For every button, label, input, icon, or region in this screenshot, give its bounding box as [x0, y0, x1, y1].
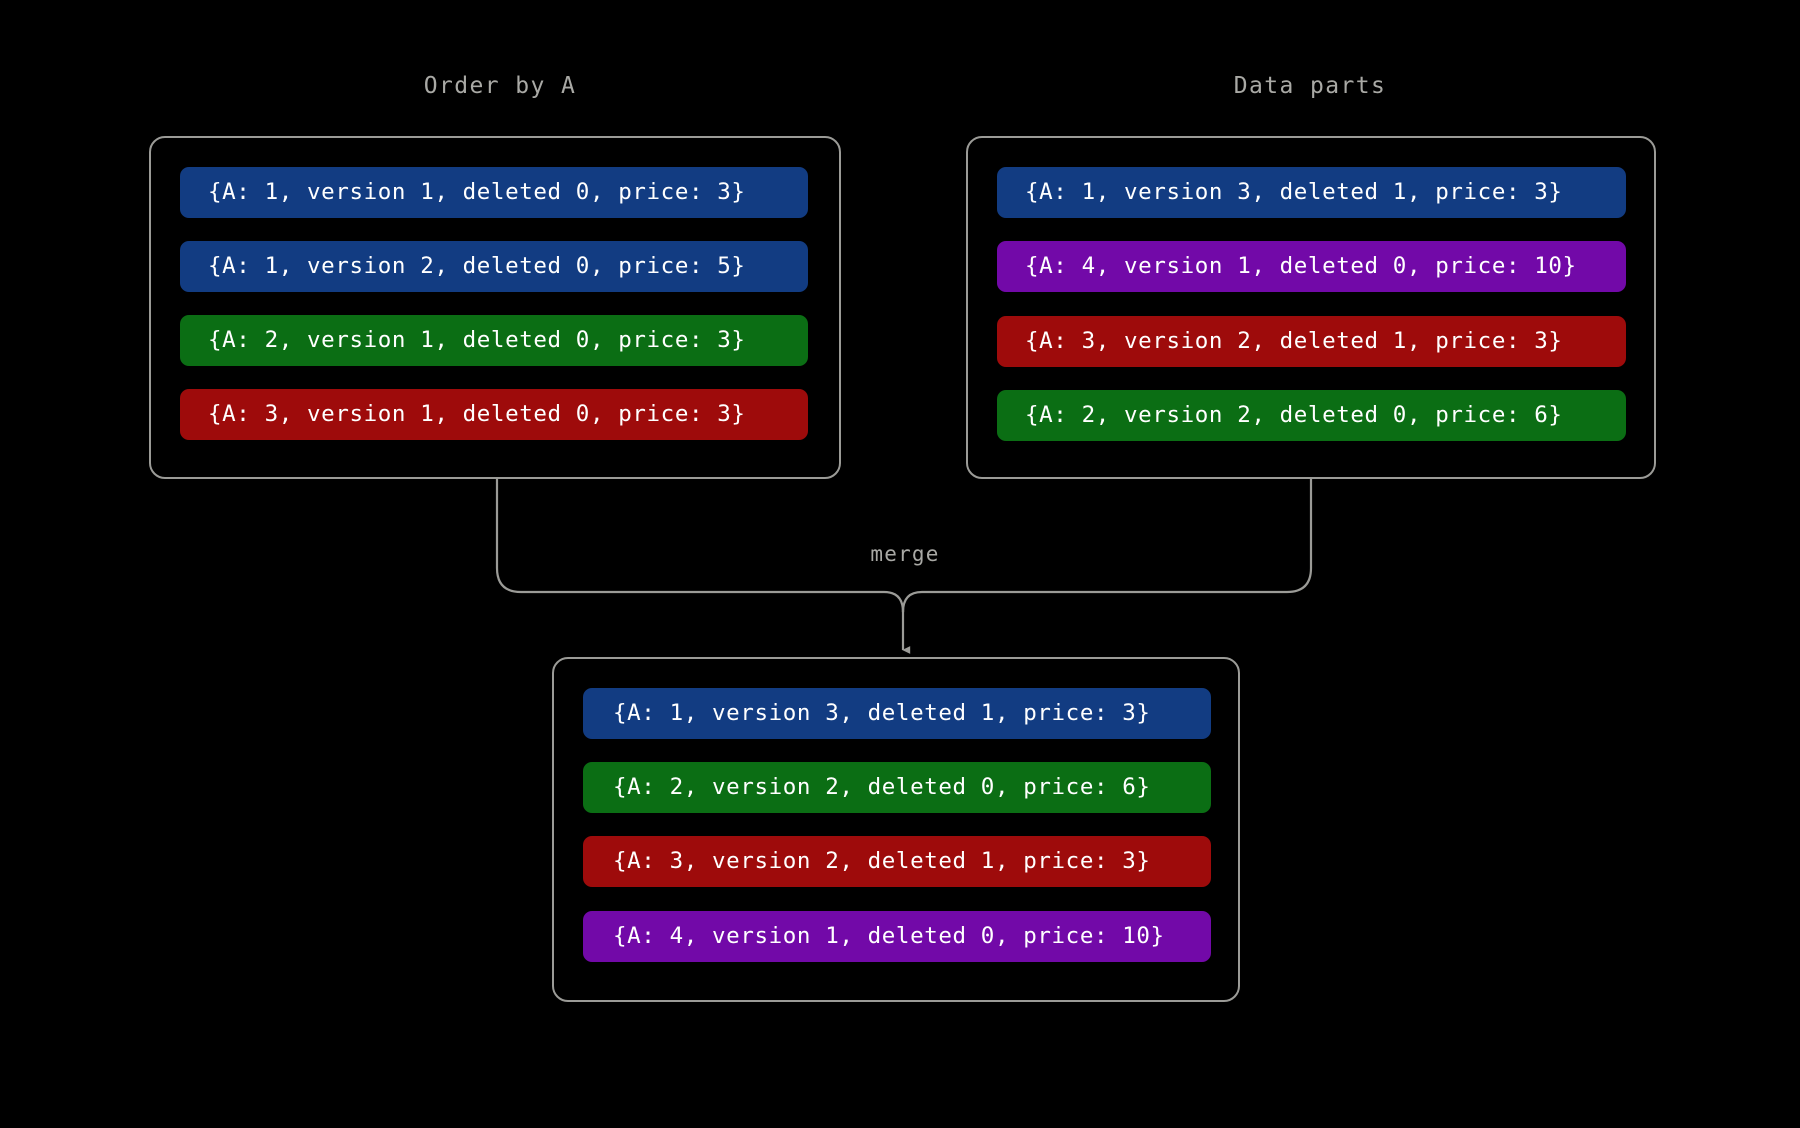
panel-merged-result: {A: 1, version 3, deleted 1, price: 3} {…	[552, 657, 1240, 1002]
record-text: {A: 3, version 1, deleted 0, price: 3}	[208, 401, 746, 428]
record-row: {A: 4, version 1, deleted 0, price: 10}	[583, 911, 1211, 962]
record-row: {A: 2, version 2, deleted 0, price: 6}	[583, 762, 1211, 813]
record-text: {A: 3, version 2, deleted 1, price: 3}	[1025, 328, 1563, 355]
panel-title-order-by: Order by A	[423, 73, 577, 99]
panel-data-parts: {A: 1, version 3, deleted 1, price: 3} {…	[966, 136, 1656, 479]
record-text: {A: 2, version 2, deleted 0, price: 6}	[1025, 402, 1563, 429]
panel-order-by: {A: 1, version 1, deleted 0, price: 3} {…	[149, 136, 841, 479]
record-row: {A: 3, version 2, deleted 1, price: 3}	[583, 836, 1211, 887]
record-row: {A: 2, version 1, deleted 0, price: 3}	[180, 315, 808, 366]
record-row: {A: 3, version 1, deleted 0, price: 3}	[180, 389, 808, 440]
record-text: {A: 1, version 3, deleted 1, price: 3}	[1025, 179, 1563, 206]
record-row: {A: 3, version 2, deleted 1, price: 3}	[997, 316, 1626, 367]
record-row: {A: 4, version 1, deleted 0, price: 10}	[997, 241, 1626, 292]
record-row: {A: 1, version 3, deleted 1, price: 3}	[583, 688, 1211, 739]
record-text: {A: 1, version 2, deleted 0, price: 5}	[208, 253, 746, 280]
record-text: {A: 1, version 3, deleted 1, price: 3}	[613, 700, 1151, 727]
record-row: {A: 1, version 3, deleted 1, price: 3}	[997, 167, 1626, 218]
record-text: {A: 1, version 1, deleted 0, price: 3}	[208, 179, 746, 206]
record-text: {A: 4, version 1, deleted 0, price: 10}	[1025, 253, 1577, 280]
record-text: {A: 3, version 2, deleted 1, price: 3}	[613, 848, 1151, 875]
record-text: {A: 2, version 1, deleted 0, price: 3}	[208, 327, 746, 354]
record-text: {A: 2, version 2, deleted 0, price: 6}	[613, 774, 1151, 801]
record-row: {A: 2, version 2, deleted 0, price: 6}	[997, 390, 1626, 441]
panel-title-data-parts: Data parts	[1233, 73, 1387, 99]
record-row: {A: 1, version 1, deleted 0, price: 3}	[180, 167, 808, 218]
record-text: {A: 4, version 1, deleted 0, price: 10}	[613, 923, 1165, 950]
merge-label: merge	[870, 542, 940, 566]
record-row: {A: 1, version 2, deleted 0, price: 5}	[180, 241, 808, 292]
